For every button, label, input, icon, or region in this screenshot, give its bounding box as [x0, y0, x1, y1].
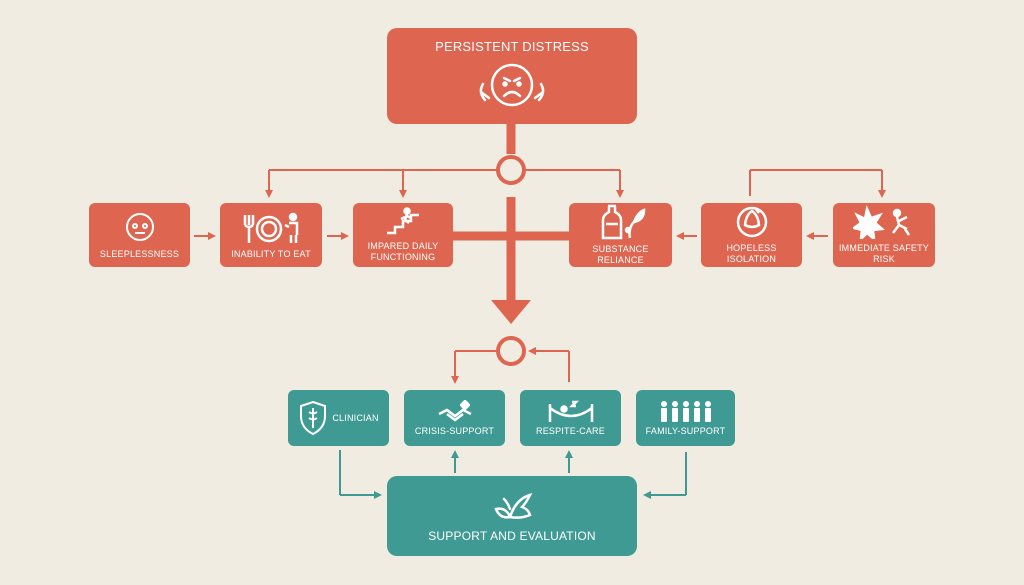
problem-impared-daily-functioning: IMPARED DAILY FUNCTIONING: [353, 203, 453, 267]
problem-substance-reliance: SUBSTANCE RELIANCE: [569, 203, 672, 267]
safety-risk-icon: [853, 205, 915, 239]
distressed-face-icon: [475, 58, 549, 112]
problem-label: HOPELESS ISOLATION: [726, 243, 777, 264]
bottle-leaf-icon: [596, 204, 646, 240]
problem-label: IMPARED DAILY FUNCTIONING: [367, 241, 439, 262]
support-crisis-support: CRISIS-SUPPORT: [404, 390, 505, 446]
sleepless-eyes-icon: [124, 211, 156, 243]
root-node: PERSISTENT DISTRESS: [387, 28, 637, 124]
isolated-head-icon: [734, 205, 770, 239]
problem-inability-to-eat: INABILITY TO EAT: [220, 203, 322, 267]
dove-icon: [490, 491, 534, 527]
problem-label: INABILITY TO EAT: [231, 248, 311, 259]
stairs-person-icon: [383, 207, 423, 237]
support-label: RESPITE-CARE: [536, 425, 605, 436]
family-people-icon: [657, 400, 715, 424]
support-label: FAMILY-SUPPORT: [645, 425, 726, 436]
goal-label: SUPPORT AND EVALUATION: [428, 528, 596, 543]
support-clinician: CLINICIAN: [288, 390, 389, 446]
support-family-support: FAMILY-SUPPORT: [636, 390, 735, 446]
support-label: CLINICIAN: [332, 412, 379, 423]
problem-sleeplessness: SLEEPLESSNESS: [89, 203, 190, 267]
handshake-icon: [435, 399, 475, 424]
hammock-icon: [546, 400, 596, 424]
support-respite-care: RESPITE-CARE: [520, 390, 621, 446]
goal-node: SUPPORT AND EVALUATION: [387, 476, 637, 556]
problem-label: IMMEDIATE SAFETY RISK: [838, 243, 930, 264]
medical-shield-icon: [298, 400, 328, 436]
root-label: PERSISTENT DISTRESS: [435, 38, 589, 54]
support-label: CRISIS-SUPPORT: [414, 425, 495, 436]
plate-cutlery-icon: [239, 211, 303, 245]
problem-hopeless-isolation: HOPELESS ISOLATION: [701, 203, 802, 267]
problem-label: SUBSTANCE RELIANCE: [592, 244, 649, 265]
problem-label: SLEEPLESSNESS: [99, 248, 180, 259]
problem-immediate-safety-risk: IMMEDIATE SAFETY RISK: [833, 203, 935, 267]
